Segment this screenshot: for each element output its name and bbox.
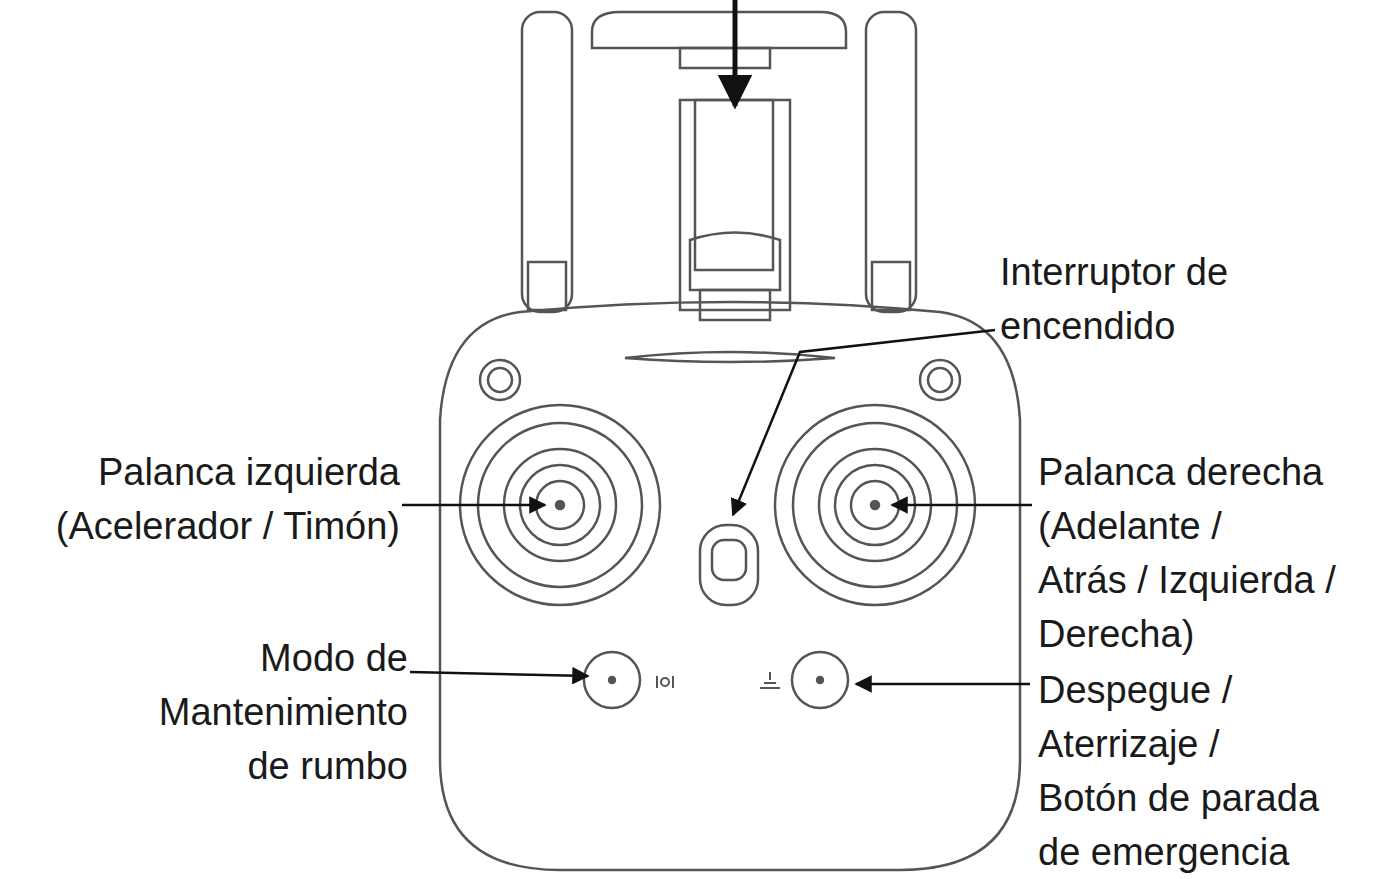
leader-line [733,330,995,515]
takeoff-button-label: Despegue / Aterrizaje / Botón de parada … [1038,663,1319,879]
power-switch-label: Interruptor de encendido [1000,245,1228,353]
takeoff-button [792,652,848,708]
label-line: Mantenimiento [159,685,408,739]
headless-mode-label: Modo de Mantenimiento de rumbo [159,631,408,793]
label-line: encendido [1000,299,1228,353]
label-line: Palanca izquierda [56,445,400,499]
controller-body [440,302,1020,870]
leader-line [892,504,1032,507]
right-stick-label: Palanca derecha (Adelante / Atrás / Izqu… [1038,445,1336,661]
holder-base [690,233,780,291]
label-line: (Adelante / [1038,499,1336,553]
body-slot [625,352,835,362]
leader-line [733,0,738,106]
label-line: Despegue / [1038,663,1319,717]
label-line: Interruptor de [1000,245,1228,299]
left-stick-label: Palanca izquierda (Acelerador / Timón) [56,445,400,553]
shoulder-button [488,368,512,392]
label-line: Derecha) [1038,607,1336,661]
holder-arm [695,100,773,270]
button-icon [657,672,780,688]
phone-holder-clamp [592,12,846,48]
label-line: de rumbo [159,739,408,793]
leader-line [402,504,545,507]
shoulder-button [928,368,952,392]
label-line: de emergencia [1038,825,1319,879]
label-line: Modo de [159,631,408,685]
power-switch-slider [712,540,746,580]
label-line: (Acelerador / Timón) [56,499,400,553]
holder-stem [680,100,790,310]
antenna [866,12,916,312]
antenna-hinge [872,262,910,310]
antenna [522,12,572,312]
leader-line [410,672,588,676]
label-line: Botón de parada [1038,771,1319,825]
label-line: Aterrizaje / [1038,717,1319,771]
label-line: Atrás / Izquierda / [1038,553,1336,607]
holder-joint [680,48,770,68]
power-switch [700,525,758,605]
label-line: Palanca derecha [1038,445,1336,499]
shoulder-button [480,360,520,400]
headless-button [584,652,640,708]
antenna-hinge [528,262,566,310]
leader-line [856,683,1030,686]
shoulder-button [920,360,960,400]
holder-mount [700,290,770,320]
